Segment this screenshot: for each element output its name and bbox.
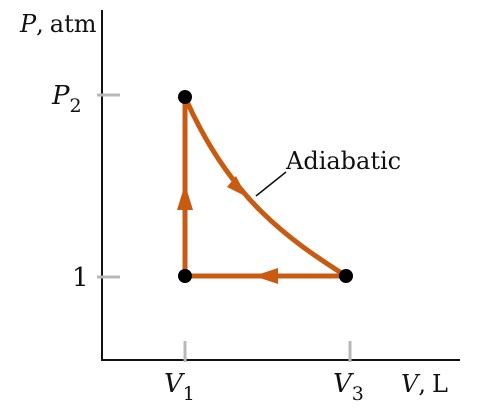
y-tick-label-1: 1 [72, 263, 89, 293]
adiabatic-label: Adiabatic [285, 147, 401, 175]
state-point-bottom-right [339, 269, 353, 283]
state-point-bottom-left [178, 269, 192, 283]
x-axis-title: V,L [401, 370, 448, 398]
y-tick-label-p2: P2 [51, 81, 82, 117]
arrow-down-right-icon [227, 176, 247, 197]
arrow-left-icon [254, 268, 278, 284]
adiabatic-curve [182, 95, 348, 279]
x-tick-label-v1: V1 [164, 369, 195, 405]
state-point-top [178, 90, 192, 104]
arrow-up-icon [177, 184, 193, 210]
x-tick-label-v3: V3 [333, 369, 364, 405]
adiabatic-leader-line [255, 171, 287, 197]
y-axis-title: P,atm [19, 10, 97, 38]
